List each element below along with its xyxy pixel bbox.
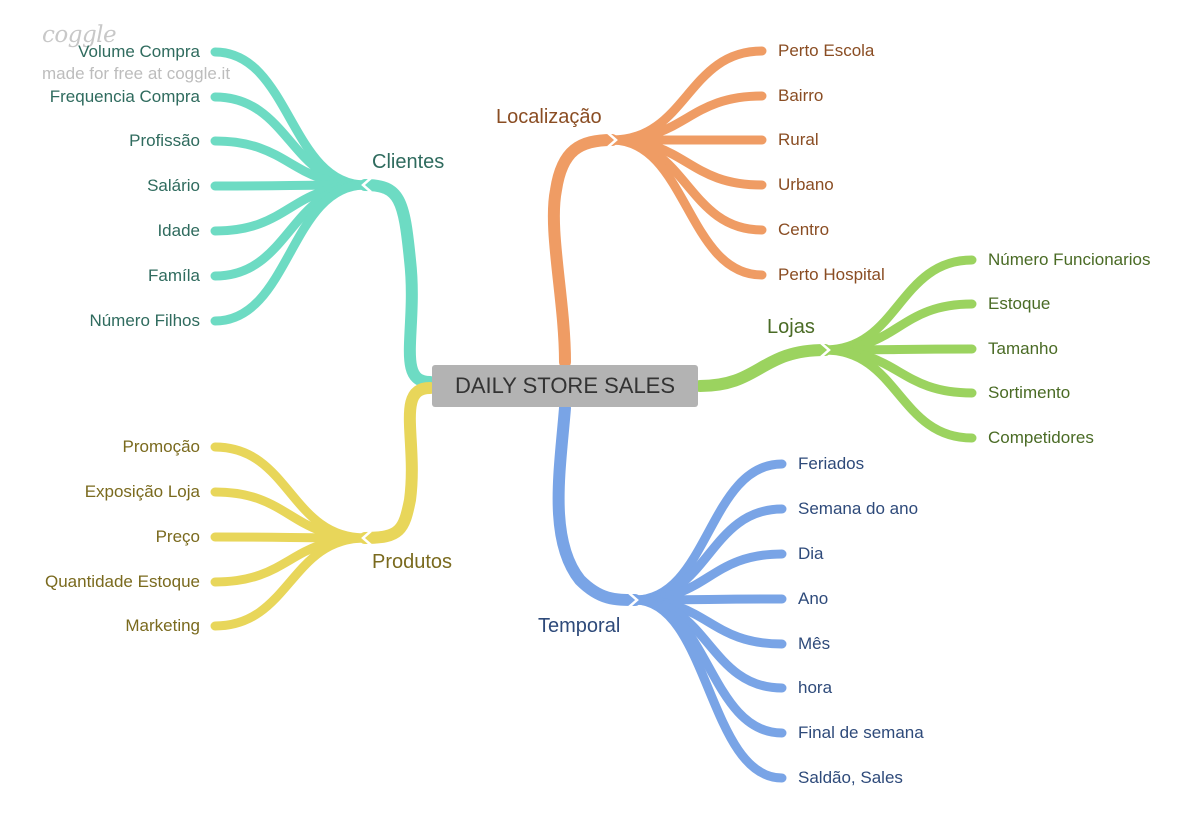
hub-chevron-produtos <box>361 530 372 546</box>
connector-produtos-4 <box>210 533 370 631</box>
leaf-numero-filhos[interactable]: Número Filhos <box>89 311 200 330</box>
trunk-clientes <box>359 179 436 388</box>
connector-localizacao-5 <box>607 135 767 280</box>
hub-chevron-clientes <box>361 177 372 193</box>
leaf-saldao-sales[interactable]: Saldão, Sales <box>798 768 903 787</box>
branch-label-clientes[interactable]: Clientes <box>372 151 445 173</box>
leaf-feriados[interactable]: Feriados <box>798 454 865 473</box>
leaf-bairro[interactable]: Bairro <box>778 86 824 105</box>
branch-label-localizacao[interactable]: Localização <box>496 106 602 128</box>
leaf-salario[interactable]: Salário <box>147 176 200 195</box>
trunk-localizacao <box>547 134 618 368</box>
connector-lojas-4 <box>820 345 977 443</box>
leaf-centro[interactable]: Centro <box>778 220 830 239</box>
leaf-competidores[interactable]: Competidores <box>988 428 1094 447</box>
leaf-exposicao-loja[interactable]: Exposição Loja <box>84 482 200 501</box>
leaf-hora[interactable]: hora <box>798 678 833 697</box>
leaf-dia[interactable]: Dia <box>798 544 824 563</box>
leaf-promocao[interactable]: Promoção <box>122 437 200 456</box>
leaf-final-de-semana[interactable]: Final de semana <box>798 723 924 742</box>
leaf-frequencia-compra[interactable]: Frequencia Compra <box>49 87 200 106</box>
trunk-temporal <box>552 402 641 606</box>
leaf-estoque[interactable]: Estoque <box>988 294 1051 313</box>
hub-chevron-lojas <box>820 342 831 358</box>
leaf-numero-funcionarios[interactable]: Número Funcionarios <box>988 250 1151 269</box>
coggle-logo: coggle <box>42 22 117 48</box>
leaf-tamanho[interactable]: Tamanho <box>988 339 1058 358</box>
leaf-semana-do-ano[interactable]: Semana do ano <box>798 499 919 518</box>
leaf-volume-compra[interactable]: Volume Compra <box>78 42 200 61</box>
branch-label-lojas[interactable]: Lojas <box>767 316 815 338</box>
hub-chevron-localizacao <box>607 132 618 148</box>
connector-clientes-6 <box>210 180 370 326</box>
leaf-profissao[interactable]: Profissão <box>129 131 200 150</box>
leaf-idade[interactable]: Idade <box>157 221 200 240</box>
leaf-mes[interactable]: Mês <box>798 634 831 653</box>
trunk-produtos <box>359 382 436 544</box>
hub-chevron-temporal <box>628 592 639 608</box>
leaf-preco[interactable]: Preço <box>155 527 200 546</box>
branch-label-temporal[interactable]: Temporal <box>538 615 621 637</box>
leaf-perto-hospital[interactable]: Perto Hospital <box>778 265 885 284</box>
coggle-tagline: made for free at coggle.it <box>42 64 231 83</box>
leaf-urbano[interactable]: Urbano <box>778 175 834 194</box>
leaf-quantidade-estoque[interactable]: Quantidade Estoque <box>44 572 200 591</box>
trunk-lojas <box>694 344 831 392</box>
connector-temporal-7 <box>630 595 787 783</box>
leaf-famila[interactable]: Famíla <box>148 266 200 285</box>
leaf-perto-escola[interactable]: Perto Escola <box>778 41 875 60</box>
branch-label-produtos[interactable]: Produtos <box>372 551 453 573</box>
leaf-sortimento[interactable]: Sortimento <box>988 383 1071 402</box>
leaf-ano[interactable]: Ano <box>798 589 829 608</box>
leaf-marketing[interactable]: Marketing <box>125 616 200 635</box>
leaf-rural[interactable]: Rural <box>778 130 819 149</box>
central-node[interactable]: DAILY STORE SALES <box>432 365 698 407</box>
